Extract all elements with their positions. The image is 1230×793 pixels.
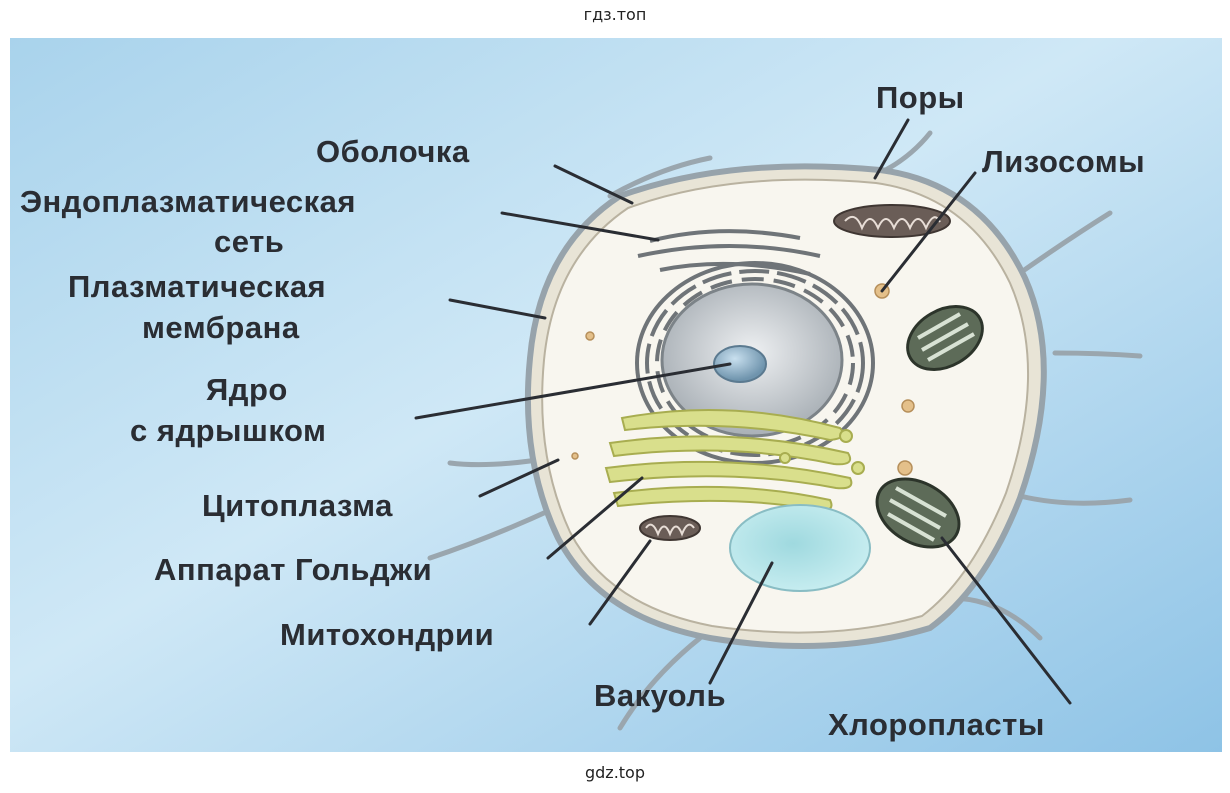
label-mitohondrii: Митохондрии xyxy=(280,617,494,652)
label-vakuol: Вакуоль xyxy=(594,678,726,713)
label-plasma-membrane-line2: мембрана xyxy=(142,310,300,345)
leader-lines xyxy=(414,118,1072,705)
label-endoplasmic-line2: сеть xyxy=(214,224,284,259)
watermark-bottom: gdz.top xyxy=(584,763,645,782)
chloroplast-upper xyxy=(906,305,984,371)
nucleolus xyxy=(713,345,767,383)
golgi-apparatus xyxy=(604,409,865,512)
label-lizosomy: Лизосомы xyxy=(982,144,1145,179)
label-hloroplasty: Хлоропласты xyxy=(828,707,1045,742)
label-citoplazma: Цитоплазма xyxy=(202,488,393,523)
label-nucleus-line1: Ядро xyxy=(206,372,288,407)
chloroplast-lower xyxy=(875,477,961,549)
lysosomes xyxy=(571,283,915,476)
mitochondrion-bottom xyxy=(639,515,701,541)
endoplasmic-reticulum xyxy=(635,229,875,465)
label-endoplasmic-line1: Эндоплазматическая xyxy=(20,184,356,219)
plant-cell-diagram: Поры Лизосомы Оболочка Эндоплазматическа… xyxy=(10,38,1222,752)
vacuole xyxy=(729,504,871,592)
label-pory: Поры xyxy=(876,80,965,115)
mitochondrion-top xyxy=(833,204,951,238)
label-plasma-membrane-line1: Плазматическая xyxy=(68,269,326,304)
label-golgi: Аппарат Гольджи xyxy=(154,552,432,587)
watermark-top: гдз.топ xyxy=(583,5,647,24)
label-nucleus-line2: с ядрышком xyxy=(130,413,326,448)
label-obolochka: Оболочка xyxy=(316,134,470,169)
